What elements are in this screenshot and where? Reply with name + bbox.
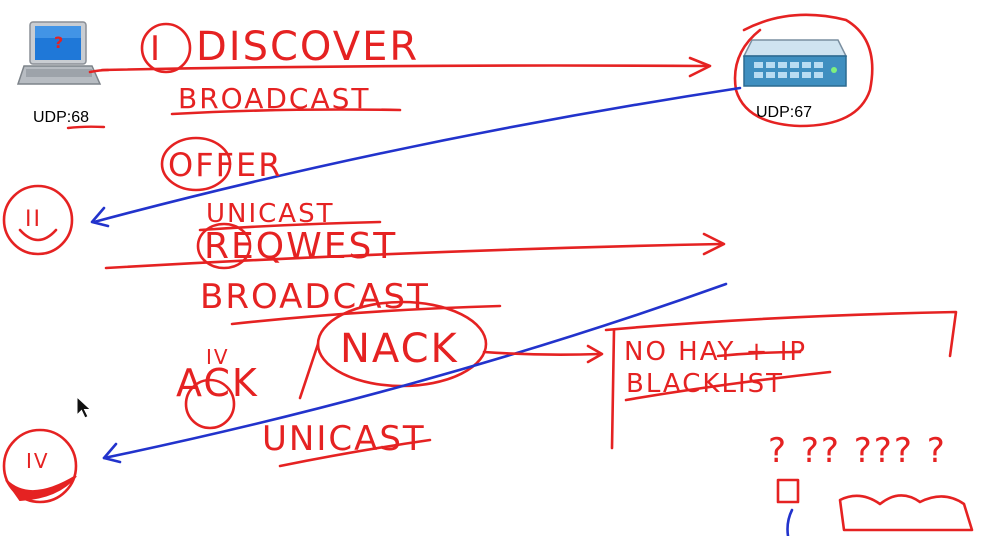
smile [18, 228, 58, 242]
step-offer: OFFER UNICAST II [2, 86, 742, 256]
underline [230, 304, 502, 326]
step-number: II [25, 207, 42, 232]
step-alt-name: NACK [340, 326, 459, 372]
request-arrow [104, 242, 724, 270]
step-name: OFFER [168, 146, 282, 184]
question-doodles: ? ?? ??? ? [768, 431, 974, 536]
mouse-cursor-icon [76, 396, 92, 419]
face-number: IV [26, 449, 50, 473]
step-initial-circle [160, 136, 232, 192]
step-number-circle [140, 22, 192, 74]
step-name: ACK [176, 361, 259, 405]
underline [198, 220, 382, 232]
underline [170, 108, 402, 116]
underline [624, 370, 832, 402]
step-name: DISCOVER [196, 24, 419, 70]
nack-note: NO HAY + IP BLACKLIST [604, 310, 958, 450]
underline [278, 438, 432, 468]
arrowhead [702, 232, 726, 256]
arrowhead [90, 206, 110, 228]
nack-branch-arrow [482, 350, 602, 356]
smiley-icon [2, 184, 74, 256]
sad-face-doodle: IV [2, 428, 78, 504]
network-switch-icon[interactable] [742, 39, 848, 87]
arrowhead [688, 56, 712, 78]
discover-arrow [100, 64, 710, 72]
slash [298, 342, 320, 400]
step-initial-circle [196, 222, 252, 270]
bracket-left [610, 328, 616, 450]
ack-arrow [102, 282, 728, 460]
bracket-top [604, 310, 958, 358]
server-port-label: UDP:67 [756, 104, 813, 121]
step-number: I [150, 29, 162, 69]
doodle-box [776, 478, 800, 504]
nack-note-line2: BLACKLIST [626, 369, 784, 399]
question-mark-icon: ? [54, 33, 63, 52]
doodle-figures [838, 494, 974, 532]
client-port-label: UDP:68 [33, 109, 90, 126]
offer-arrow [92, 86, 742, 224]
step-initial-circle [184, 378, 236, 430]
arrowhead [586, 344, 604, 364]
doodle-stroke [786, 508, 794, 536]
step-discover: I DISCOVER BROADCAST [100, 22, 712, 116]
doodle-question-marks: ? ?? ??? ? [768, 431, 947, 471]
step-number: IV [206, 345, 230, 369]
step-mode: UNICAST [262, 419, 426, 459]
laptop-icon[interactable]: ? [16, 21, 102, 85]
step-ack: IV ACK NACK UNICAST [102, 282, 728, 468]
step-request: REQWEST BROADCAST [104, 222, 726, 326]
underline [716, 350, 802, 358]
arrowhead [102, 442, 122, 464]
client-port-underline [66, 125, 106, 130]
